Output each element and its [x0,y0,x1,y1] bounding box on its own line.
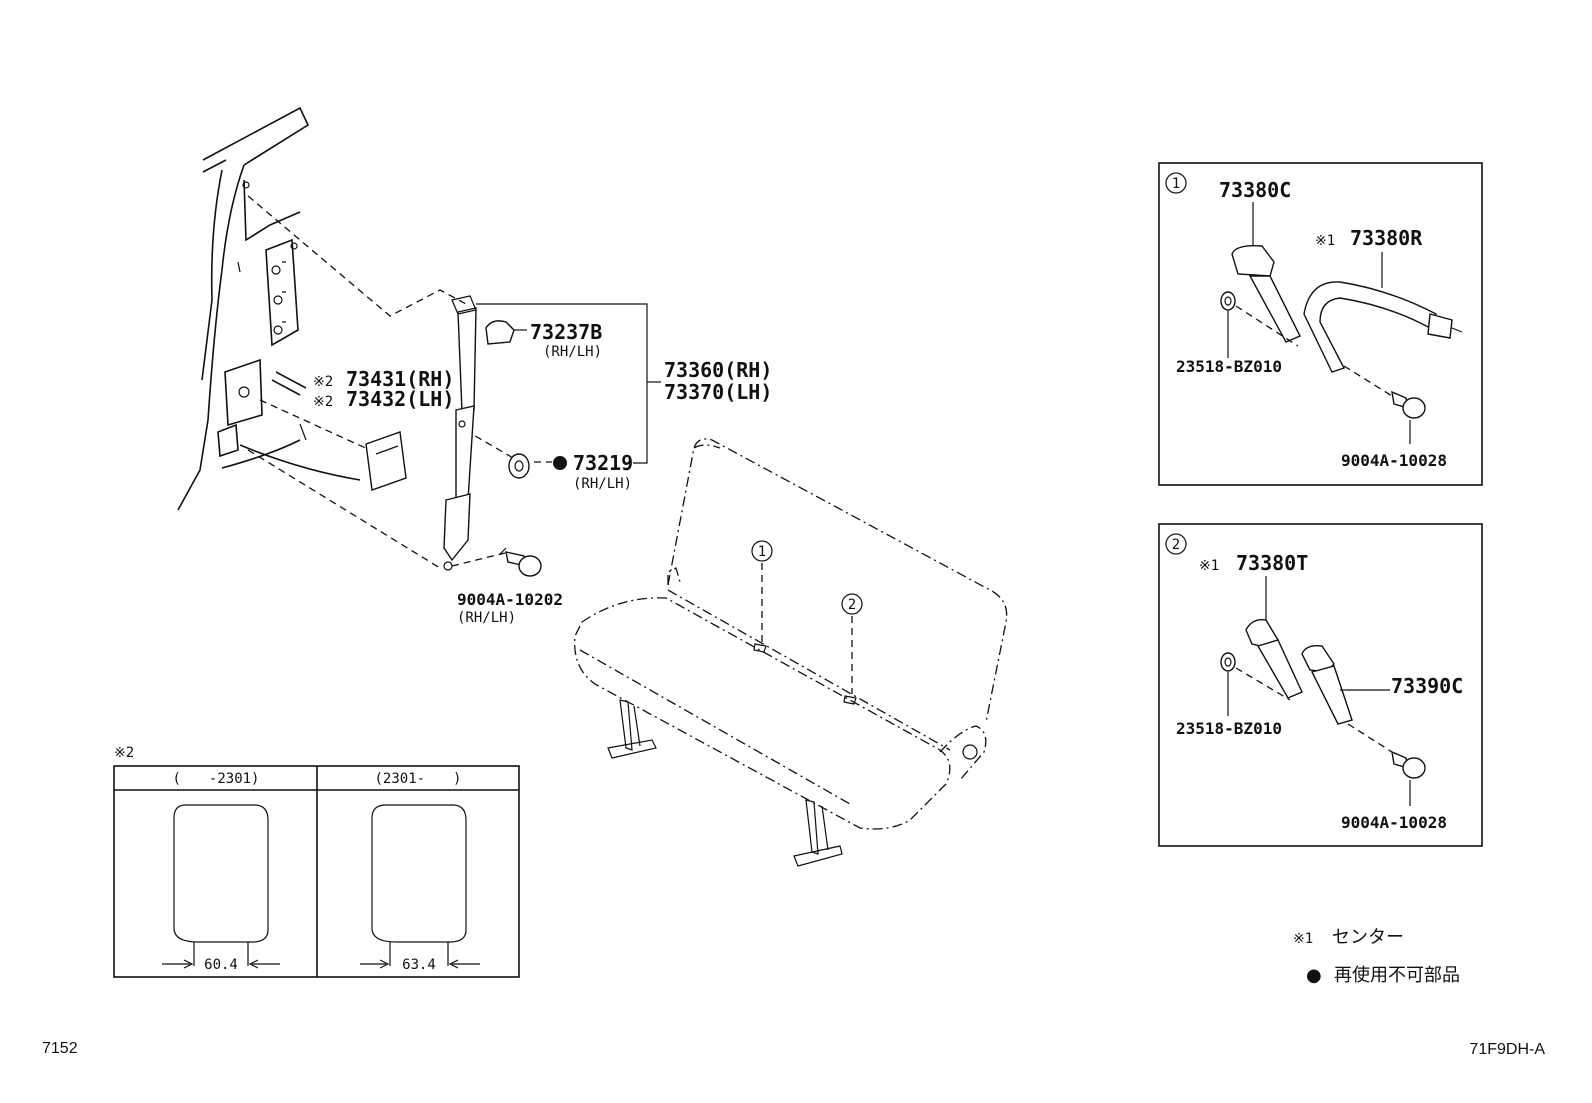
inset2-tongue-ref-mark: ※1 [1199,558,1219,574]
washer-part [508,453,530,479]
legend-non-reusable-text: 再使用不可部品 [1334,965,1460,986]
variant-col1-dimension: 60.4 [204,957,238,973]
assembly-part-number-rh: 73360(RH) [664,358,772,382]
cover-part [485,320,527,345]
bolt-side-label-left: (RH/LH) [457,610,516,626]
variant-table: ※2 ( -2301) (2301- ) 60.4 63.4 [113,745,520,978]
inset2-tongue-part-number: 73380T [1236,551,1308,575]
inset-box-1: 1 73380C ※1 73380R 23518-BZ010 9004A-100… [1158,162,1483,486]
svg-text:1: 1 [758,544,766,560]
cap-ref-mark-lh: ※2 [313,394,333,410]
inset1-bolt-part-number: 9004A-10028 [1341,451,1447,470]
svg-text:2: 2 [848,597,856,613]
inset2-buckle-part-number: 73390C [1391,674,1463,698]
variant-col2-dimension: 63.4 [402,957,436,973]
cover-part-number: 73237B [530,320,602,344]
cover-side-label: (RH/LH) [543,344,602,360]
inset1-belt-part-number: 73380R [1350,226,1423,250]
inset1-buckle-part-number: 73380C [1219,178,1291,202]
body-side-panel [177,106,361,511]
page-number: 7152 [42,1040,78,1057]
washer-side-label: (RH/LH) [573,476,632,492]
inset2-bolt-part-number: 9004A-10028 [1341,813,1447,832]
bolt-part-left [499,547,542,577]
legend: ※1 センター ● 再使用不可部品 [1293,927,1460,986]
inset-box-2: 2 ※1 73380T 73390C 23518-BZ010 9004A-100… [1158,523,1483,847]
inset1-belt-ref-mark: ※1 [1315,233,1335,249]
cap-part [365,431,407,491]
cap-part-number-rh: 73431(RH) [346,367,454,391]
inset1-washer-part-number: 23518-BZ010 [1176,357,1282,376]
diagram-code: 71F9DH-A [1469,1041,1545,1058]
variant-col1-header: ( -2301) [172,771,259,787]
washer-part-number: 73219 [573,451,633,475]
seat-belt-retractor [443,295,477,571]
assembly-bracket [476,303,661,464]
legend-center-text: センター [1332,927,1404,948]
cap-ref-mark-rh: ※2 [313,374,333,390]
cap-part-number-lh: 73432(LH) [346,387,454,411]
inset2-washer-part-number: 23518-BZ010 [1176,719,1282,738]
bolt-part-number-left: 9004A-10202 [457,590,563,609]
legend-ref-mark: ※1 [1293,931,1313,947]
non-reusable-dot [553,456,567,470]
install-lines-panel [247,195,552,569]
seat-callout-2: 2 [841,593,863,694]
bench-seat [574,438,1008,867]
inset2-marker: 2 [1172,537,1180,553]
assembly-part-number-lh: 73370(LH) [664,380,772,404]
variant-col2-header: (2301- ) [374,771,461,787]
inset1-marker: 1 [1172,176,1180,192]
seat-callout-1: 1 [751,540,773,642]
legend-dot-symbol: ● [1306,965,1322,986]
variant-table-ref-mark: ※2 [114,745,134,761]
